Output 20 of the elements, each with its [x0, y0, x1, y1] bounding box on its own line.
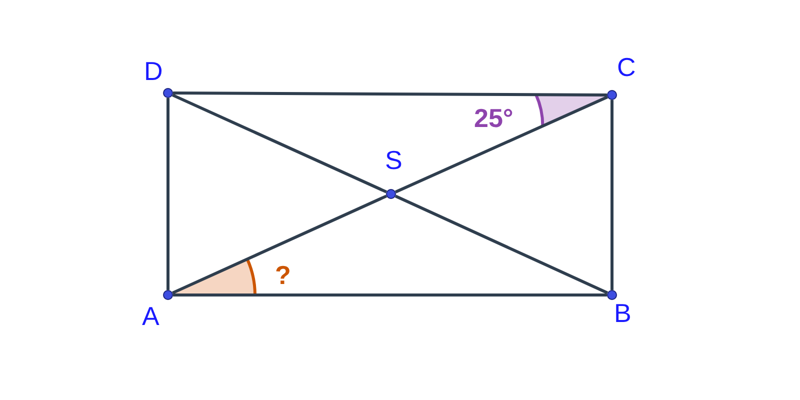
line-segment — [166, 98, 170, 290]
point-dot — [386, 189, 396, 199]
point-dot — [607, 290, 617, 300]
point-label: A — [142, 303, 160, 329]
point-label: B — [614, 300, 632, 326]
point-label: D — [144, 58, 163, 84]
line-segment — [394, 194, 608, 294]
point-dot — [163, 290, 173, 300]
line-segment — [173, 92, 607, 96]
point-dot — [163, 88, 173, 98]
line-segment — [173, 294, 607, 296]
line-segment — [610, 100, 614, 290]
point-label: C — [617, 54, 636, 80]
line-segment — [394, 96, 608, 194]
angle-label: 25° — [474, 105, 514, 131]
angle-label: ? — [275, 262, 291, 288]
line-segment — [172, 194, 388, 294]
point-label: S — [385, 147, 402, 173]
line-segment — [172, 94, 388, 194]
point-dot — [607, 90, 617, 100]
